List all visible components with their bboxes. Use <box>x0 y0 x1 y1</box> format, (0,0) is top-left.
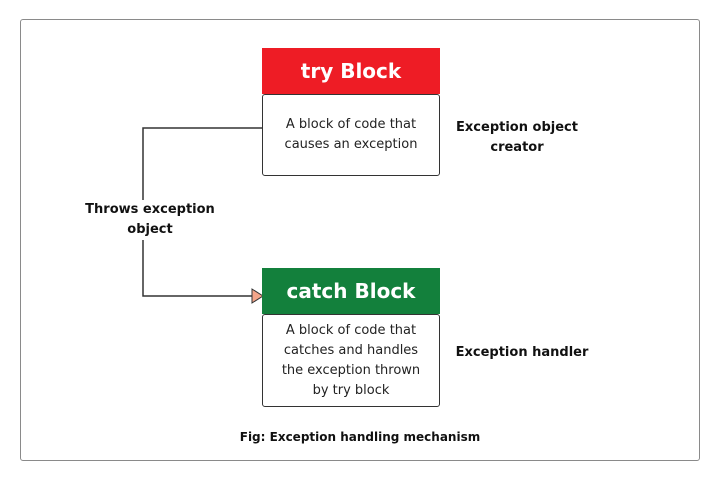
exception-object-creator-label: Exception object creator <box>456 120 578 155</box>
catch-block-description: A block of code that catches and handles… <box>262 314 440 407</box>
connector-arrowhead <box>251 288 264 304</box>
try-block-header: try Block <box>262 48 440 94</box>
exception-handler-label: Exception handler <box>455 345 589 360</box>
try-block-description: A block of code that causes an exception <box>262 94 440 176</box>
figure-caption: Fig: Exception handling mechanism <box>239 430 481 444</box>
catch-block-header: catch Block <box>262 268 440 314</box>
throws-exception-label: Throws exception object <box>70 200 230 240</box>
